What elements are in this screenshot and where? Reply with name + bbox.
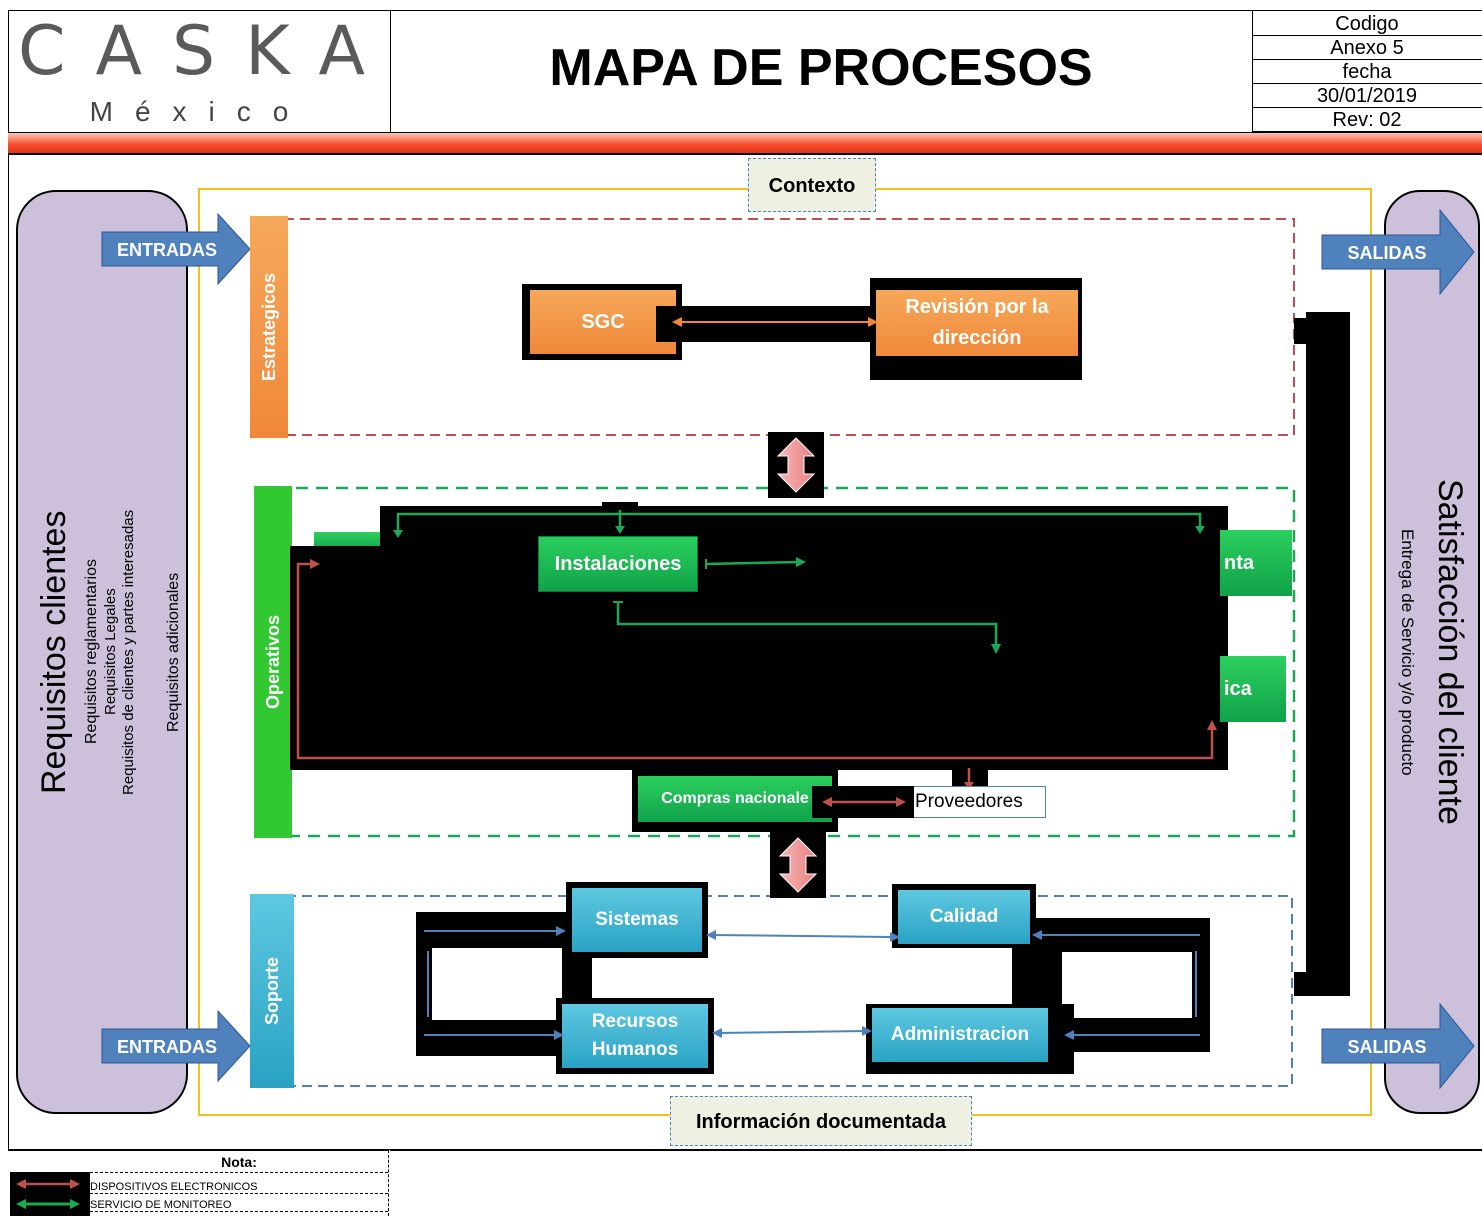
meta-date: 30/01/2019: [1252, 84, 1482, 108]
output-label-bottom: SALIDAS: [1347, 1036, 1427, 1057]
operative-flow-lines: [296, 510, 1217, 760]
operative-overlay: [290, 546, 1228, 770]
sales-label: nta: [1224, 551, 1254, 574]
double-arrow-icon-1: [776, 437, 816, 493]
output-arrow-bottom: [1321, 1002, 1475, 1090]
documented-info-label: Información documentada: [670, 1096, 972, 1146]
support-section-tab: Soporte: [250, 894, 294, 1088]
feedback-top-stub: [1294, 318, 1314, 344]
legend-item-monitoring-service: SERVICIO DE MONITOREO: [90, 1198, 388, 1212]
meta-code: Codigo: [1252, 12, 1482, 36]
quality-label: Calidad: [929, 906, 999, 927]
operative-label: Operativos: [262, 614, 283, 710]
input-label-bottom: ENTRADAS: [116, 1036, 217, 1057]
human-resources-process: Recursos Humanos: [562, 1004, 708, 1068]
suppliers-box: Proveedores: [910, 786, 1046, 818]
legend-title: Nota:: [90, 1154, 388, 1173]
client-satisfaction-panel: Satisfacción del cliente Entrega de Serv…: [1384, 190, 1480, 1114]
sgc-revision-link: [672, 317, 878, 327]
header: CASKA México MAPA DE PROCESOS Codigo Ane…: [0, 0, 1482, 155]
input-arrow-top: [101, 212, 251, 286]
national-purchases-label: Compras nacionale: [661, 790, 809, 807]
input-arrow-bottom: [101, 1009, 251, 1083]
administration-process: Administracion: [872, 1008, 1048, 1062]
satisfaction-subtitle: Entrega de Servicio y/o producto: [1398, 528, 1417, 776]
meta-date-label: fecha: [1252, 60, 1482, 84]
sales-process: nta: [1220, 530, 1292, 596]
feedback-bottom-stub: [1294, 972, 1324, 996]
operative-section-tab: Operativos: [254, 486, 292, 838]
context-label: Contexto: [748, 158, 876, 212]
national-purchases-process: Compras nacionale: [638, 776, 832, 822]
meta-revision: Rev: 02: [1252, 108, 1482, 132]
sgc-label: SGC: [581, 310, 625, 333]
legend-item-electronic-devices: DISPOSITIVOS ELECTRONICOS: [90, 1180, 388, 1194]
systems-process: Sistemas: [572, 888, 702, 952]
feedback-column: [1306, 312, 1350, 996]
satisfaction-title: Satisfacción del cliente: [1431, 479, 1469, 825]
output-arrow-top: [1321, 208, 1475, 296]
support-flow-lines: [424, 926, 1200, 1040]
human-resources-label: Recursos Humanos: [591, 1011, 679, 1060]
strategic-section-tab: Estrategicos: [250, 216, 288, 438]
administration-label: Administracion: [890, 1024, 1030, 1045]
output-label-top: SALIDAS: [1347, 242, 1427, 263]
page-frame: [8, 154, 1482, 1150]
double-arrow-icon-2: [778, 837, 818, 893]
page-title: MAPA DE PROCESOS: [549, 39, 1093, 97]
header-color-bar: [8, 132, 1482, 155]
support-right-loop-inner: [1062, 952, 1192, 1018]
installations-label: Instalaciones: [554, 552, 682, 575]
technical-process: ica: [1220, 656, 1286, 722]
installations-process: Instalaciones: [538, 536, 698, 592]
purchases-suppliers-link: [822, 797, 906, 807]
input-label-top: ENTRADAS: [116, 239, 217, 260]
technical-label: ica: [1224, 677, 1252, 700]
support-left-loop-inner: [432, 948, 562, 1020]
legend: Nota:: [8, 1150, 390, 1216]
sgc-link-bar: [656, 306, 892, 342]
management-review-process: Revisión por la dirección: [876, 290, 1078, 356]
management-review-label: Revisión por la dirección: [905, 296, 1049, 349]
legend-arrows: [16, 1179, 80, 1209]
systems-label: Sistemas: [595, 909, 679, 930]
meta-annex: Anexo 5: [1252, 36, 1482, 60]
company-logo: CASKA México: [10, 12, 388, 130]
suppliers-label: Proveedores: [915, 791, 1023, 812]
client-requirements-panel: Requisitos clientes Requisitos reglament…: [16, 190, 188, 1114]
footer-rule: [390, 1150, 1482, 1151]
logo-sub-text: México: [89, 96, 311, 127]
quality-process: Calidad: [898, 890, 1030, 944]
strategic-label: Estrategicos: [258, 272, 279, 382]
sgc-process: SGC: [530, 290, 676, 354]
support-label: Soporte: [261, 956, 282, 1025]
logo-main-text: CASKA: [18, 12, 396, 91]
